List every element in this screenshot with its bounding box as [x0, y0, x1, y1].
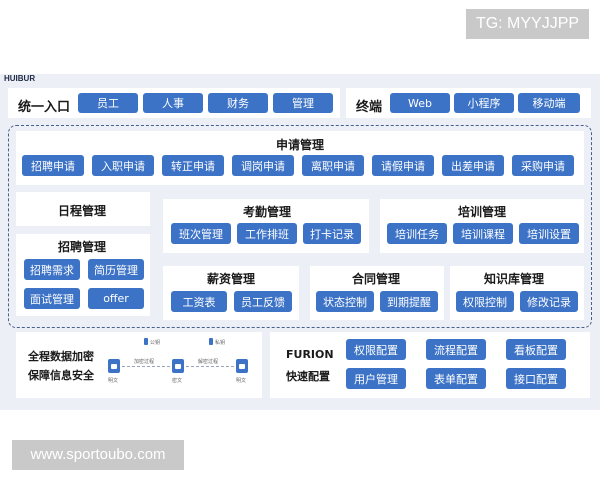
app-purchase-button[interactable]: 采购申请 [512, 155, 574, 176]
entry-employee-button[interactable]: 员工 [78, 93, 138, 113]
contract-expiry-button[interactable]: 到期提醒 [380, 291, 438, 312]
business-modules-region [8, 125, 592, 328]
public-key-icon [144, 338, 148, 345]
ciphertext-label: 密文 [172, 378, 183, 384]
contract-status-button[interactable]: 状态控制 [316, 291, 374, 312]
public-key-label: 公钥 [150, 340, 161, 346]
attendance-title: 考勤管理 [243, 205, 292, 219]
knowledge-title: 知识库管理 [484, 272, 545, 286]
app-transfer-button[interactable]: 调岗申请 [232, 155, 294, 176]
plaintext-doc-icon [108, 359, 120, 373]
app-resign-button[interactable]: 离职申请 [302, 155, 364, 176]
furion-user-mgmt-button[interactable]: 用户管理 [346, 368, 406, 389]
encrypt-label: 加密过程 [134, 359, 155, 365]
security-panel: 全程数据加密 保障信息安全 公钥 私钥 加密过程 解密过程 明文 密文 明文 [16, 332, 262, 398]
decrypted-doc-icon [236, 359, 248, 373]
security-title-line2: 保障信息安全 [28, 369, 94, 382]
contract-panel: 合同管理 状态控制 到期提醒 [310, 266, 444, 320]
app-leave-button[interactable]: 请假申请 [372, 155, 434, 176]
entry-finance-button[interactable]: 财务 [208, 93, 268, 113]
terminal-miniprogram-button[interactable]: 小程序 [454, 93, 514, 113]
attendance-panel: 考勤管理 班次管理 工作排班 打卡记录 [163, 199, 369, 253]
app-onboard-button[interactable]: 入职申请 [92, 155, 154, 176]
furion-form-config-button[interactable]: 表单配置 [426, 368, 486, 389]
application-mgmt-panel: 申请管理 招聘申请 入职申请 转正申请 调岗申请 离职申请 请假申请 出差申请 … [16, 131, 584, 185]
attendance-schedule-button[interactable]: 工作排班 [237, 223, 297, 244]
salary-title: 薪资管理 [207, 272, 256, 286]
salary-panel: 薪资管理 工资表 员工反馈 [163, 266, 299, 320]
training-course-button[interactable]: 培训课程 [453, 223, 513, 244]
app-recruit-button[interactable]: 招聘申请 [22, 155, 84, 176]
training-settings-button[interactable]: 培训设置 [519, 223, 579, 244]
terminal-title: 终端 [356, 100, 383, 115]
furion-dashboard-config-button[interactable]: 看板配置 [506, 339, 566, 360]
entry-management-button[interactable]: 管理 [273, 93, 333, 113]
attendance-shift-button[interactable]: 班次管理 [171, 223, 231, 244]
schedule-panel: 日程管理 [16, 192, 150, 226]
schedule-title: 日程管理 [58, 204, 107, 218]
unified-entry-panel: 统一入口 员工 人事 财务 管理 [8, 88, 340, 118]
recruit-offer-button[interactable]: offer [88, 288, 144, 309]
recruit-demand-button[interactable]: 招聘需求 [24, 259, 80, 280]
unified-entry-title: 统一入口 [18, 100, 71, 115]
knowledge-permission-button[interactable]: 权限控制 [456, 291, 514, 312]
security-title-line1: 全程数据加密 [28, 350, 94, 363]
terminal-web-button[interactable]: Web [390, 93, 450, 113]
furion-workflow-config-button[interactable]: 流程配置 [426, 339, 486, 360]
ciphertext-doc-icon [172, 359, 184, 373]
recruitment-title: 招聘管理 [58, 240, 107, 254]
decrypted-label: 明文 [236, 378, 247, 384]
knowledge-panel: 知识库管理 权限控制 修改记录 [450, 266, 584, 320]
app-regularize-button[interactable]: 转正申请 [162, 155, 224, 176]
watermark-top: TG: MYYJJPP [466, 9, 589, 39]
furion-title-line1: FURION [286, 348, 334, 361]
private-key-icon [209, 338, 213, 345]
furion-title-line2: 快速配置 [286, 370, 330, 383]
application-mgmt-title: 申请管理 [276, 138, 325, 152]
furion-permission-config-button[interactable]: 权限配置 [346, 339, 406, 360]
recruitment-panel: 招聘管理 招聘需求 简历管理 面试管理 offer [16, 234, 150, 316]
knowledge-history-button[interactable]: 修改记录 [520, 291, 578, 312]
contract-title: 合同管理 [352, 272, 401, 286]
salary-feedback-button[interactable]: 员工反馈 [234, 291, 292, 312]
recruit-interview-button[interactable]: 面试管理 [24, 288, 80, 309]
terminal-mobile-button[interactable]: 移动端 [518, 93, 580, 113]
salary-sheet-button[interactable]: 工资表 [171, 291, 227, 312]
training-title: 培训管理 [458, 205, 507, 219]
hr-architecture-diagram: HUIBUR 统一入口 员工 人事 财务 管理 终端 Web 小程序 移动端 申… [0, 74, 600, 410]
attendance-clockin-button[interactable]: 打卡记录 [303, 223, 361, 244]
recruit-resume-button[interactable]: 简历管理 [88, 259, 144, 280]
private-key-label: 私钥 [215, 340, 226, 346]
terminal-panel: 终端 Web 小程序 移动端 [346, 88, 591, 118]
furion-panel: FURION 快速配置 权限配置 流程配置 看板配置 用户管理 表单配置 接口配… [270, 332, 590, 398]
furion-api-config-button[interactable]: 接口配置 [506, 368, 566, 389]
watermark-bottom: www.sportoubo.com [12, 440, 184, 470]
plaintext-label: 明文 [108, 378, 119, 384]
brand-label: HUIBUR [4, 74, 36, 83]
entry-hr-button[interactable]: 人事 [143, 93, 203, 113]
training-panel: 培训管理 培训任务 培训课程 培训设置 [380, 199, 584, 253]
decrypt-label: 解密过程 [198, 359, 219, 365]
app-trip-button[interactable]: 出差申请 [442, 155, 504, 176]
decrypt-arrow [186, 366, 234, 367]
training-task-button[interactable]: 培训任务 [387, 223, 447, 244]
encrypt-arrow [122, 366, 170, 367]
